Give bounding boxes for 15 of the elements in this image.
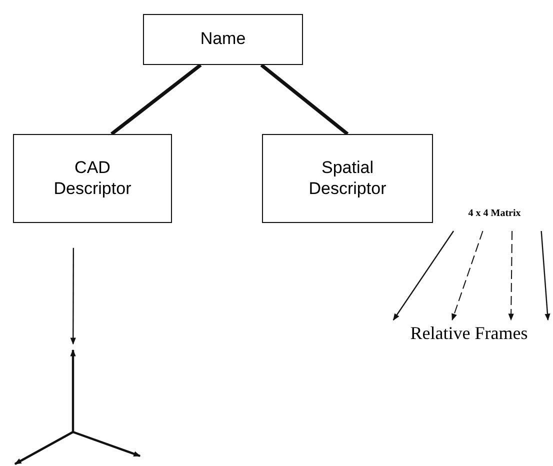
- box-label: CAD Descriptor: [52, 158, 132, 199]
- arrow: [452, 230, 484, 321]
- arrow: [70, 248, 76, 345]
- box-label: Name: [200, 29, 246, 50]
- arrow: [392, 230, 454, 321]
- arrow: [508, 230, 514, 321]
- connector-line: [110, 64, 202, 136]
- descriptor-box: [262, 134, 433, 223]
- arrow: [540, 230, 550, 321]
- descriptor-box: [13, 134, 172, 223]
- node-label: 4 x 4 Matrix: [468, 208, 521, 218]
- node-label: Relative Frames: [410, 322, 528, 344]
- name-box: [143, 14, 303, 65]
- box-label: Spatial Descriptor: [308, 158, 388, 199]
- connector-line: [260, 64, 349, 136]
